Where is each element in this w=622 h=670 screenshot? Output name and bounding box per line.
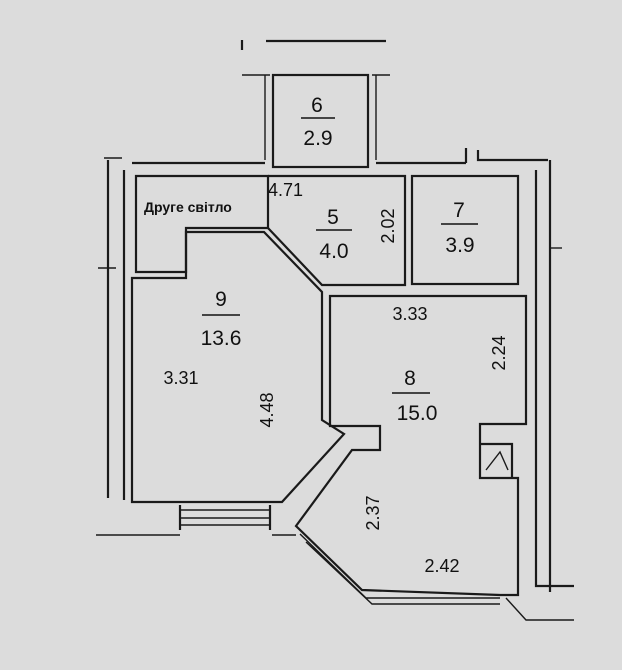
dimension-2-42: 2.42 [424,556,459,576]
room-6-area: 2.9 [303,127,332,150]
room-7-number: 7 [453,199,465,222]
room-7-area: 3.9 [445,234,474,257]
room-5-walls [267,174,407,287]
room-6-walls [242,73,390,169]
dimension-4-71: 4.71 [268,180,303,200]
dimension-2-02: 2.02 [378,208,398,243]
room-9-walls [130,230,346,530]
room-8-number: 8 [404,367,416,390]
second-light-label: Друге світло [144,199,232,215]
room-9-number: 9 [215,288,227,311]
room-6-number: 6 [311,94,323,117]
room-8-walls [294,294,528,605]
dimension-2-24: 2.24 [489,335,509,370]
second-light-walls [134,174,270,274]
room-7-walls [410,174,520,286]
dimension-3-33: 3.33 [392,304,427,324]
top-wall-fragments [240,39,386,50]
dimension-3-31: 3.31 [163,368,198,388]
room-5-number: 5 [327,206,339,229]
room-5-area: 4.0 [319,240,348,263]
dimension-2-37: 2.37 [363,495,383,530]
outer-walls [96,160,574,621]
dimension-4-48: 4.48 [257,392,277,427]
room-8-area: 15.0 [397,402,438,425]
upper-walls [104,148,548,165]
room-9-area: 13.6 [201,327,242,350]
